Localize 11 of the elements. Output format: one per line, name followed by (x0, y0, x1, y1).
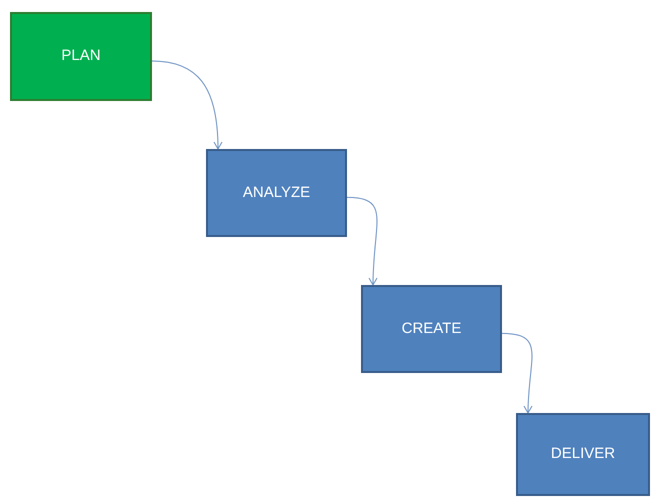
process-box (361, 285, 502, 373)
curved-arrow (502, 332, 533, 414)
process-box (10, 12, 152, 101)
box-label: PLAN (61, 46, 101, 66)
box-label: ANALYZE (242, 182, 310, 203)
process-box (206, 149, 347, 237)
box-label: DELIVER (550, 444, 616, 464)
curved-arrow (346, 196, 378, 286)
process-box (516, 413, 650, 496)
curved-arrow (152, 60, 222, 150)
box-label: CREATE (402, 318, 462, 339)
